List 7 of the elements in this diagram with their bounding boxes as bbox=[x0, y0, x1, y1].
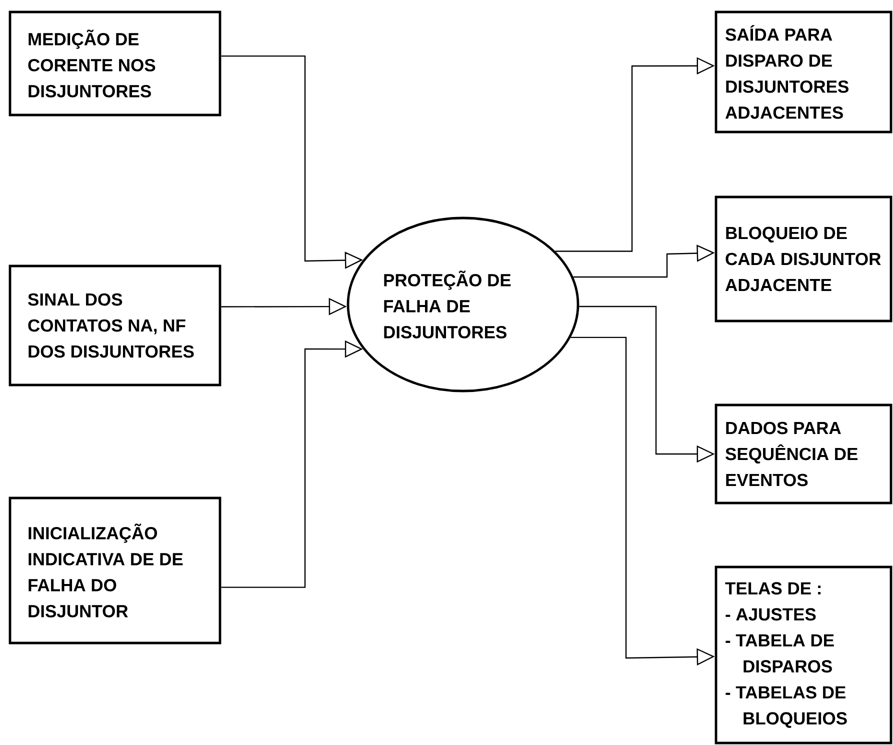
text-box: SAÍDA PARA DISPARO DE DISJUNTORES ADJACENTES bbox=[714, 10, 892, 134]
text-box: TELAS DE : - AJUSTES - TABELA DE DISPAROS - TABELAS DE BLOQUEIOS bbox=[714, 566, 892, 744]
text-box: INICIALIZAÇÃO INDICATIVA DE DE FALHA DO DISJUNTOR bbox=[8, 496, 222, 644]
text-box: MEDIÇÃO DE CORENTE NOS DISJUNTORES bbox=[8, 10, 222, 116]
text-box: SINAL DOS CONTATOS NA, NF DOS DISJUNTORES bbox=[8, 264, 222, 386]
text-box: BLOQUEIO DE CADA DISJUNTOR ADJACENTE bbox=[714, 196, 892, 322]
text-box: DADOS PARA SEQUÊNCIA DE EVENTOS bbox=[714, 404, 892, 504]
